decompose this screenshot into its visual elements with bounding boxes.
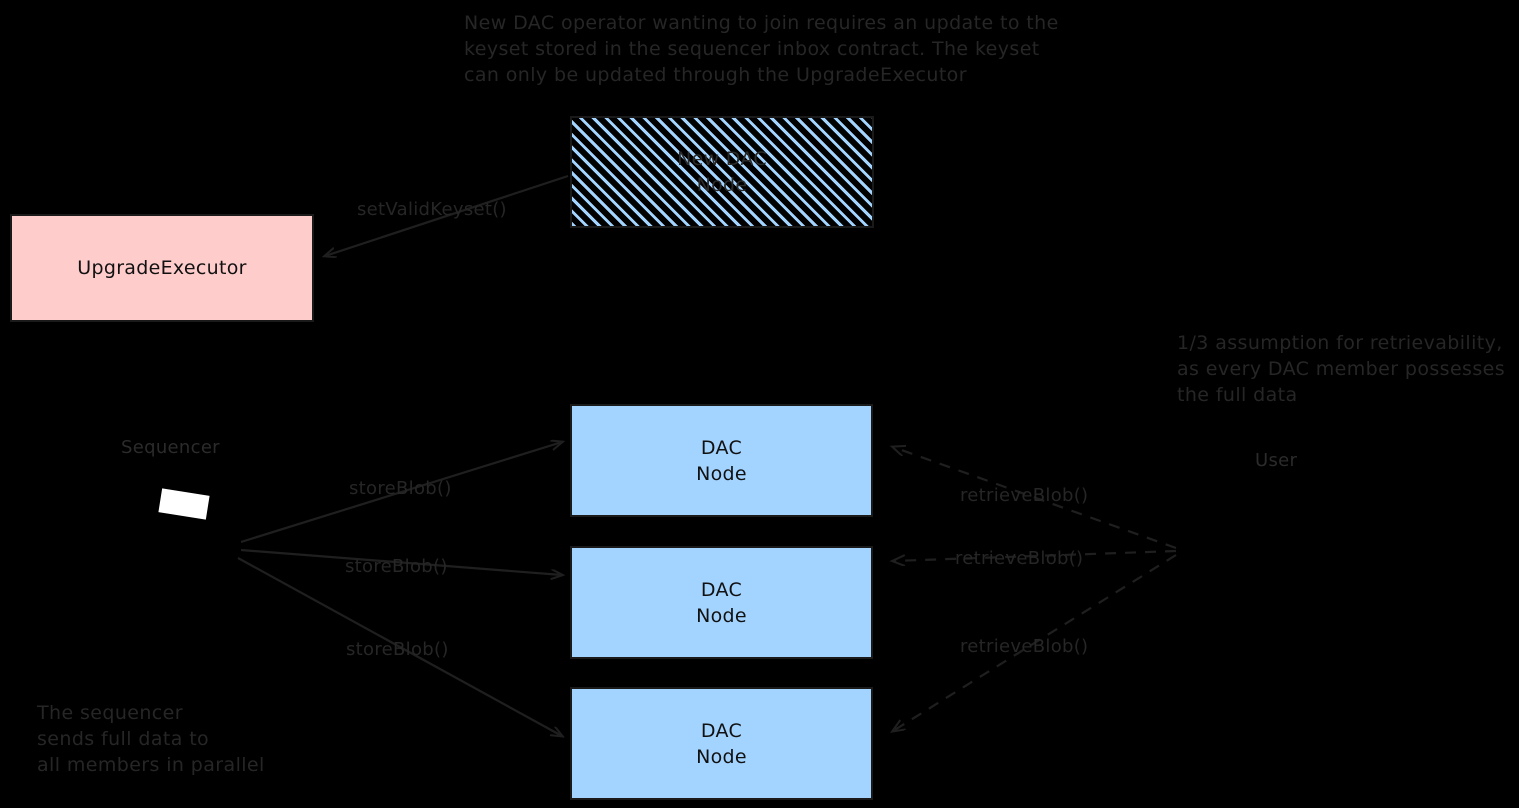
sequencer-marker xyxy=(158,488,210,520)
edge-label-store-blob-2: storeBlob() xyxy=(345,556,448,577)
note-keyset-update: New DAC operator wanting to join require… xyxy=(464,12,1059,86)
note-parallel-send: The sequencer sends full data to all mem… xyxy=(37,702,265,776)
node-dac-node-3[interactable]: DAC Node xyxy=(570,687,873,800)
actor-label-sequencer: Sequencer xyxy=(121,437,220,458)
node-dac-node-1[interactable]: DAC Node xyxy=(570,404,873,517)
edge-label-retrieve-blob-3: retrieveBlob() xyxy=(960,636,1089,657)
node-dac-node-2[interactable]: DAC Node xyxy=(570,546,873,659)
node-new-dac-node[interactable]: New DAC Node xyxy=(570,116,874,228)
edge-label-store-blob-3: storeBlob() xyxy=(346,639,449,660)
edge-label-set-valid-keyset: setValidKeyset() xyxy=(357,199,507,220)
note-retrievability-assumption: 1/3 assumption for retrievability, as ev… xyxy=(1177,332,1506,406)
edge-label-retrieve-blob-1: retrieveBlob() xyxy=(960,485,1089,506)
node-upgrade-executor[interactable]: UpgradeExecutor xyxy=(10,214,314,322)
actor-label-user: User xyxy=(1255,450,1298,471)
edge-label-retrieve-blob-2: retrieveBlob() xyxy=(955,548,1084,569)
edge-label-store-blob-1: storeBlob() xyxy=(349,478,452,499)
